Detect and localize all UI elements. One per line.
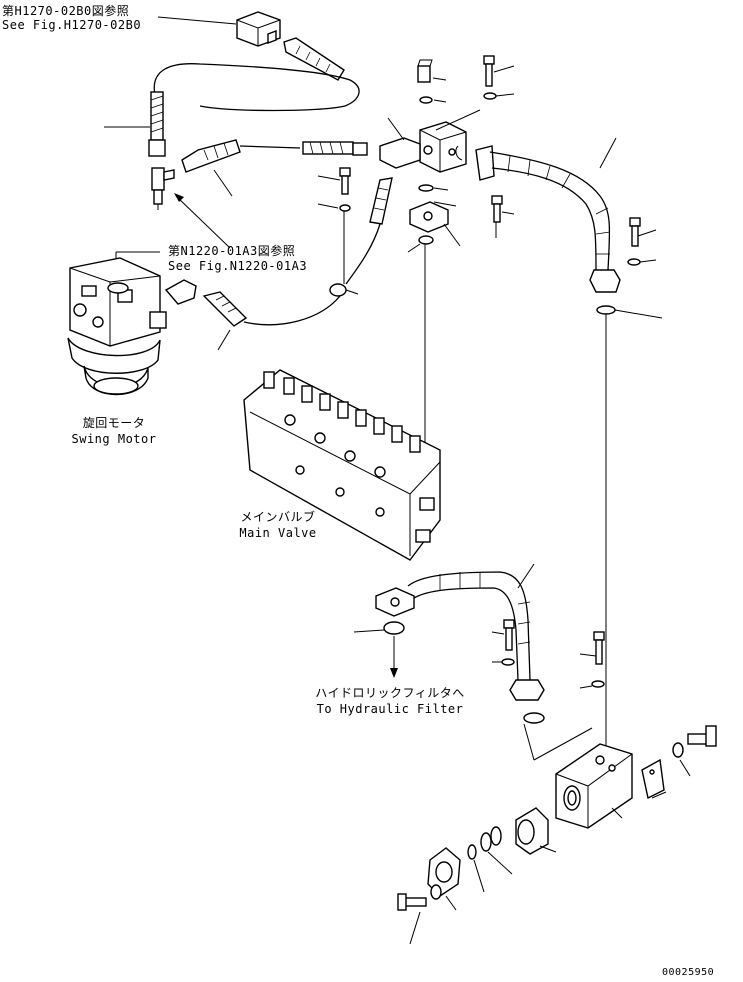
ref-h1270-en: See Fig.H1270-02B0 bbox=[2, 18, 142, 32]
hydraulic-filter-label-jp: ハイドロリックフィルタへ bbox=[315, 686, 465, 700]
hose-middle-diagonal bbox=[181, 139, 241, 197]
bolt-group-2 bbox=[483, 55, 515, 238]
drawing-number: 00025950 bbox=[662, 967, 715, 978]
bolt-group-3 bbox=[627, 217, 657, 266]
elbow-fitting-motor bbox=[164, 279, 197, 305]
spring-and-rings bbox=[467, 826, 513, 893]
swing-motor-illustration bbox=[67, 251, 167, 396]
pilot-valve-manifold bbox=[379, 59, 481, 192]
ref-h1270-jp: 第H1270-02B0図参照 bbox=[2, 4, 130, 18]
bolt-group-4 bbox=[491, 619, 605, 689]
hose-clip bbox=[329, 210, 359, 297]
ref-n1220-en: See Fig.N1220-01A3 bbox=[168, 259, 308, 273]
hydraulic-filter-label-en: To Hydraulic Filter bbox=[316, 702, 464, 716]
reference-block-top bbox=[157, 11, 281, 47]
pilot-hose-loop bbox=[153, 63, 360, 112]
main-valve-label-en: Main Valve bbox=[239, 526, 317, 540]
main-valve-illustration bbox=[243, 369, 441, 561]
elbow-fitting-left bbox=[151, 167, 175, 210]
check-valve-cartridge bbox=[515, 807, 557, 855]
flange-upper bbox=[407, 201, 461, 460]
swing-motor-label-jp: 旋回モータ bbox=[82, 416, 146, 430]
reference-arrow-n1220 bbox=[174, 193, 231, 249]
swing-motor-label-en: Swing Motor bbox=[71, 432, 157, 446]
bolt-group-1 bbox=[317, 167, 351, 212]
cover-plate bbox=[397, 847, 461, 945]
hose-fitting-top bbox=[283, 37, 345, 81]
check-valve-block bbox=[555, 743, 633, 829]
main-valve-label-jp: メインバルブ bbox=[240, 510, 316, 524]
hose-to-clip bbox=[345, 177, 393, 285]
right-curved-hose bbox=[475, 137, 663, 748]
ref-n1220-jp: 第N1220-01A3図参照 bbox=[168, 244, 296, 258]
lower-flange-hose bbox=[353, 563, 545, 701]
hose-vertical-left bbox=[104, 91, 166, 157]
side-plate-bolts bbox=[641, 725, 717, 800]
hose-horizontal-top bbox=[239, 141, 368, 156]
lower-hose-fitting bbox=[202, 291, 248, 351]
lower-hose bbox=[243, 285, 345, 326]
o-ring-lower bbox=[523, 712, 593, 761]
